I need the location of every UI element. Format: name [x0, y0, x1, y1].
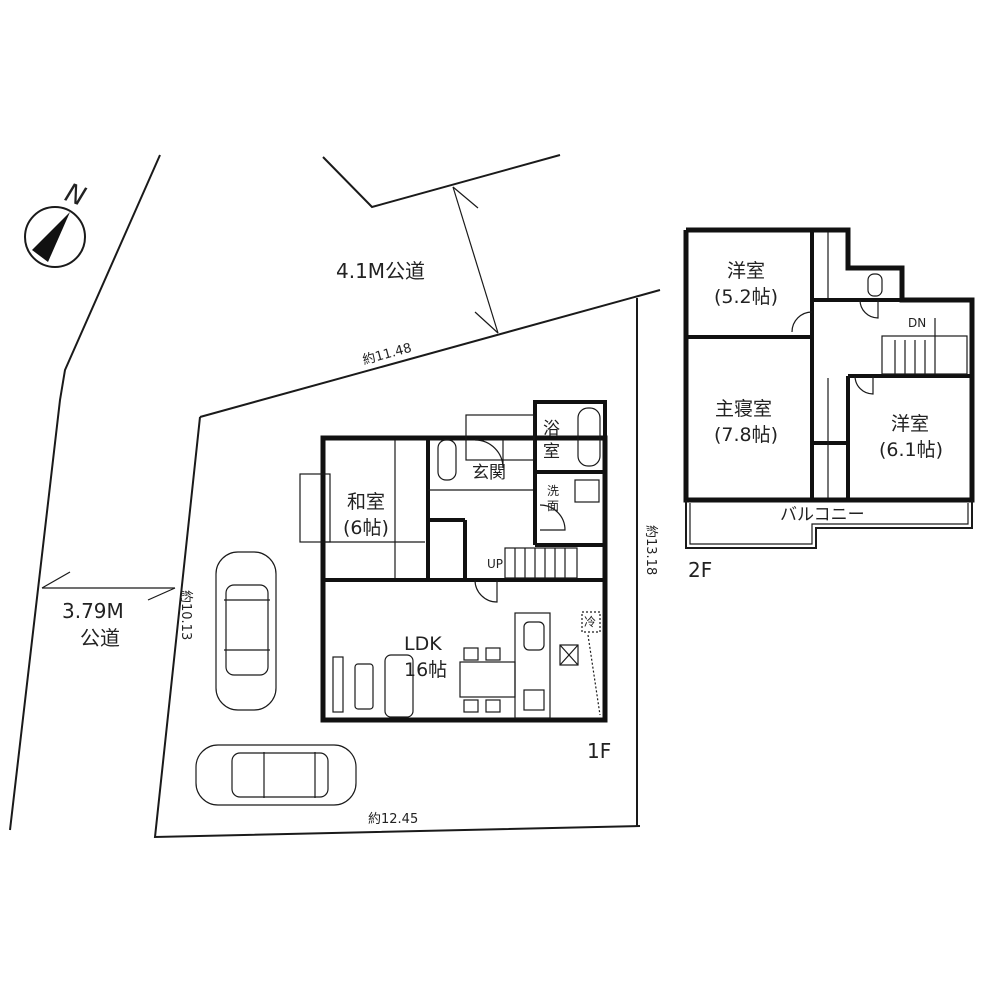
balcony-label: バルコニー [780, 505, 865, 525]
fridge-label: 冷 [584, 615, 596, 629]
ldk-size: 16帖 [404, 659, 447, 681]
north-compass-icon: N [24, 178, 90, 268]
genkan-label: 玄関 [472, 463, 506, 483]
floor1-stairs-label: UP [487, 557, 503, 571]
washitsu-name: 和室 [347, 491, 385, 513]
north-road-label: 4.1M公道 [336, 259, 425, 283]
east-dimension: 約13.18 [643, 525, 658, 575]
west-road: 3.79M 公道 [9, 154, 176, 831]
bath-label-2: 室 [543, 442, 560, 462]
washitsu-size: (6帖) [343, 517, 389, 539]
north-road: 4.1M公道 [322, 154, 561, 334]
wash-label-2: 面 [547, 499, 559, 513]
western-room1-name: 洋室 [727, 260, 765, 282]
floor2-stairs-label: DN [908, 316, 926, 330]
floor2-plan: 洋室 (5.2帖) 主寝室 (7.8帖) 洋室 (6.1帖) バルコニー DN … [683, 227, 975, 582]
south-dimension: 約12.45 [368, 812, 418, 827]
wash-label-1: 洗 [547, 484, 559, 498]
floor1-stairs [504, 547, 578, 579]
car-icon-horizontal [195, 744, 357, 806]
floor1-label: 1F [587, 739, 611, 763]
master-bedroom-size: (7.8帖) [714, 424, 778, 446]
site-boundary: 約11.48 約10.13 約13.18 約12.45 [153, 289, 661, 839]
floor2-label: 2F [688, 558, 712, 582]
floor1-plan: 和室 (6帖) 玄関 浴 室 洗 面 UP LDK 16帖 冷 1F [299, 400, 611, 763]
car-icon-vertical [215, 551, 277, 711]
west-dimension: 約10.13 [178, 590, 193, 640]
master-bedroom-name: 主寝室 [715, 398, 772, 420]
western-room1-size: (5.2帖) [714, 286, 778, 308]
western-room2-size: (6.1帖) [879, 439, 943, 461]
west-road-type: 公道 [80, 626, 120, 650]
western-room2-name: 洋室 [891, 413, 929, 435]
floor2-stairs [881, 318, 968, 375]
bath-label-1: 浴 [543, 419, 560, 439]
north-dimension: 約11.48 [361, 341, 413, 368]
west-road-width: 3.79M [62, 599, 124, 623]
compass-label: N [61, 178, 90, 213]
ldk-name: LDK [404, 633, 442, 655]
